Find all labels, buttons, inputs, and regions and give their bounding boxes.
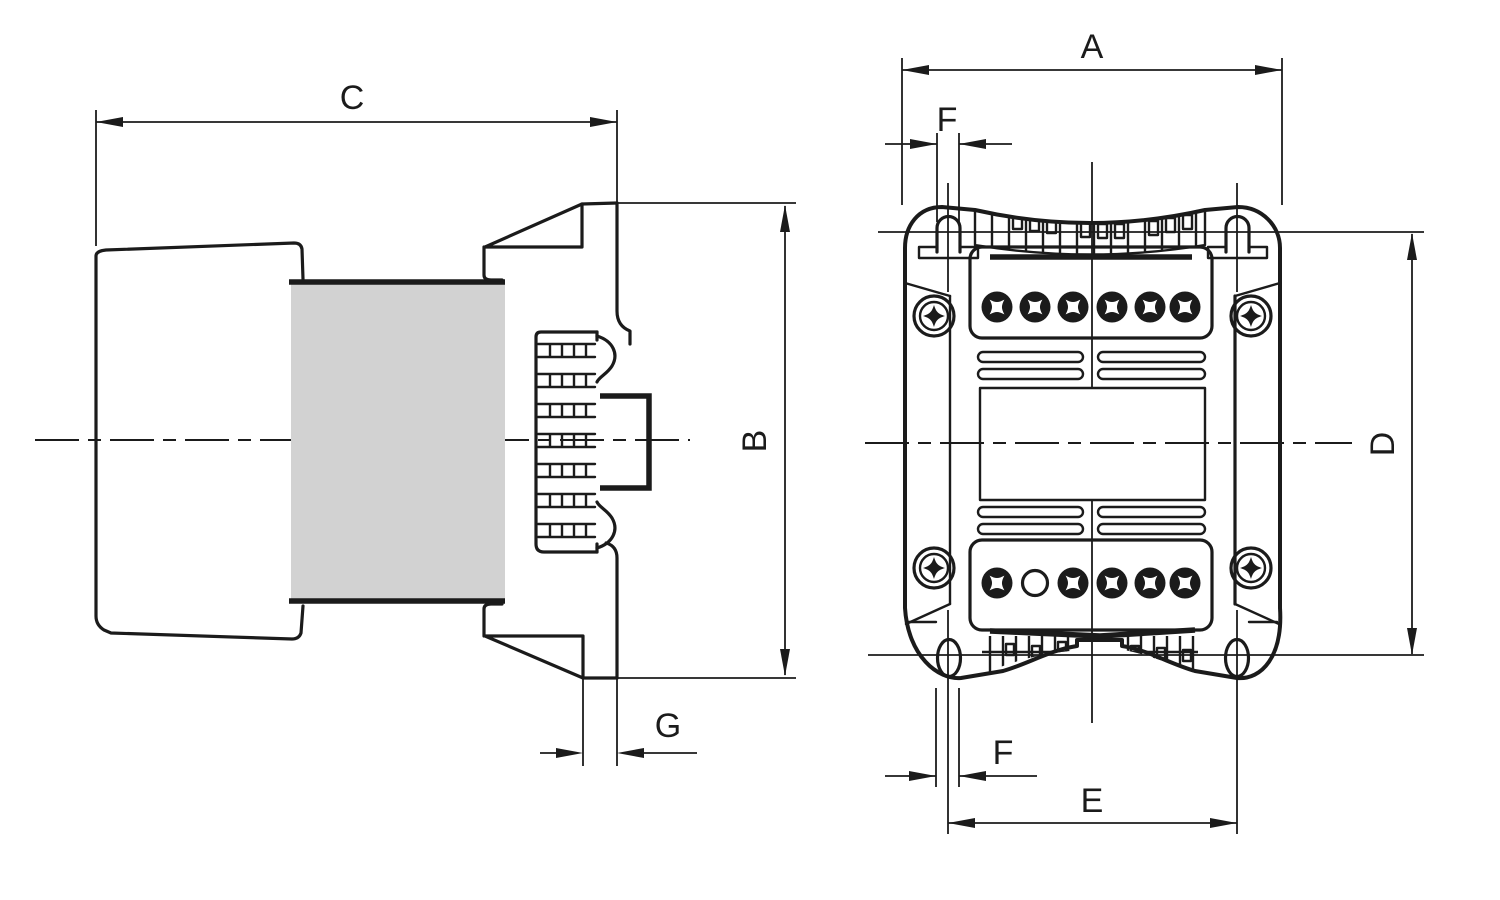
dim-label-d: D xyxy=(1364,432,1402,457)
chamfer-top-right xyxy=(1233,281,1282,298)
dim-b-arrow-bottom xyxy=(780,649,790,676)
carrier-left-upper xyxy=(482,245,504,282)
dim-f-top-arrow-left xyxy=(910,139,937,149)
dim-d-arrow-bottom xyxy=(1407,628,1417,655)
dim-a-arrow-left xyxy=(902,65,929,75)
terminal-screw-icon xyxy=(1134,567,1166,599)
terminal-screw-icon xyxy=(1096,567,1128,599)
mounting-hole-bottom-left xyxy=(935,637,963,679)
clip-body xyxy=(534,330,599,554)
carrier-right-upper xyxy=(615,201,632,346)
carrier-top-edge xyxy=(580,201,619,206)
dim-b-arrow-top xyxy=(780,205,790,232)
dimension-d: D xyxy=(1364,233,1417,655)
dim-label-b: B xyxy=(736,430,774,453)
carrier-bottom-wedge xyxy=(483,634,585,680)
phillips-screw-icon xyxy=(912,546,956,590)
terminal-screws-bottom xyxy=(981,567,1201,599)
dim-d-arrow-top xyxy=(1407,233,1417,260)
terminal-hole xyxy=(1020,568,1050,598)
dim-g-arrow-right xyxy=(617,748,644,758)
chamfer-bottom-right xyxy=(1233,602,1281,626)
bell-cover-outline xyxy=(94,241,305,641)
clip-top-hook xyxy=(595,334,617,384)
din-rail-profile xyxy=(600,393,652,491)
terminal-screw-icon xyxy=(1057,567,1089,599)
rating-label-plate xyxy=(978,386,1207,502)
terminal-screw-icon xyxy=(981,567,1013,599)
phillips-screw-icon xyxy=(912,294,956,338)
terminal-block-top-outline xyxy=(968,245,1214,340)
comb-teeth xyxy=(990,208,1198,255)
terminal-screws-top xyxy=(981,291,1201,323)
corner-screws xyxy=(912,294,1273,590)
terminal-screw-icon xyxy=(981,291,1013,323)
dimension-e: E xyxy=(947,610,1238,834)
front-view: A F D F xyxy=(865,28,1424,834)
dim-c-arrow-left xyxy=(96,117,123,127)
carrier-top-wedge xyxy=(483,202,584,249)
terminal-block-bottom xyxy=(968,538,1214,639)
side-view: C B G xyxy=(35,79,796,766)
panel-edges xyxy=(903,281,1282,626)
housing-outline xyxy=(903,205,1283,681)
phillips-screw-icon xyxy=(1229,546,1273,590)
terminal-screw-icon xyxy=(1096,291,1128,323)
dim-label-f-bottom: F xyxy=(993,734,1014,772)
mounting-slot-top-right xyxy=(1206,214,1269,260)
dimension-f-bottom: F xyxy=(885,688,1037,787)
terminal-block-bottom-bar xyxy=(989,627,1196,639)
phillips-screw-icon xyxy=(1229,294,1273,338)
coil-block xyxy=(289,279,505,604)
dimension-a: A xyxy=(901,28,1283,205)
terminal-screw-icon xyxy=(1134,291,1166,323)
dim-label-g: G xyxy=(655,707,681,745)
coil-fill xyxy=(291,281,505,602)
terminal-screw-icon xyxy=(1019,291,1051,323)
dim-f-top-arrow-right xyxy=(959,139,986,149)
terminal-comb-bottom-right xyxy=(1124,636,1198,674)
vent-slots xyxy=(976,350,1207,536)
dimension-f-top: F xyxy=(885,101,1012,222)
terminal-block-top xyxy=(968,245,1214,340)
dim-f-bottom-arrow-left xyxy=(909,771,936,781)
dim-label-e: E xyxy=(1081,782,1104,820)
mounting-slot-top-left xyxy=(917,214,980,260)
terminal-screw-icon xyxy=(1169,291,1201,323)
dim-c-arrow-right xyxy=(590,117,617,127)
dimension-c: C xyxy=(95,79,618,246)
dimension-b: B xyxy=(617,202,796,679)
terminal-comb-top xyxy=(973,208,1207,256)
dim-label-c: C xyxy=(340,79,365,117)
carrier-left-lower xyxy=(482,602,504,638)
dim-label-f-top: F xyxy=(937,101,958,139)
dim-e-arrow-left xyxy=(948,818,975,828)
dim-g-arrow-left xyxy=(556,748,583,758)
chamfer-bottom-left xyxy=(904,602,952,626)
clip-bottom-hook xyxy=(595,500,617,550)
carrier-right-lower xyxy=(604,541,619,680)
chamfer-top-left xyxy=(903,281,952,298)
clip-serrations xyxy=(536,342,597,539)
terminal-screw-icon xyxy=(1169,567,1201,599)
dim-e-arrow-right xyxy=(1210,818,1237,828)
din-rail-clip xyxy=(534,330,652,554)
dimension-g: G xyxy=(540,678,697,766)
terminal-screw-icon xyxy=(1057,291,1089,323)
dim-f-bottom-arrow-right xyxy=(959,771,986,781)
dim-a-arrow-right xyxy=(1255,65,1282,75)
terminal-block-bottom-outline xyxy=(968,538,1214,632)
dim-label-a: A xyxy=(1081,28,1104,66)
